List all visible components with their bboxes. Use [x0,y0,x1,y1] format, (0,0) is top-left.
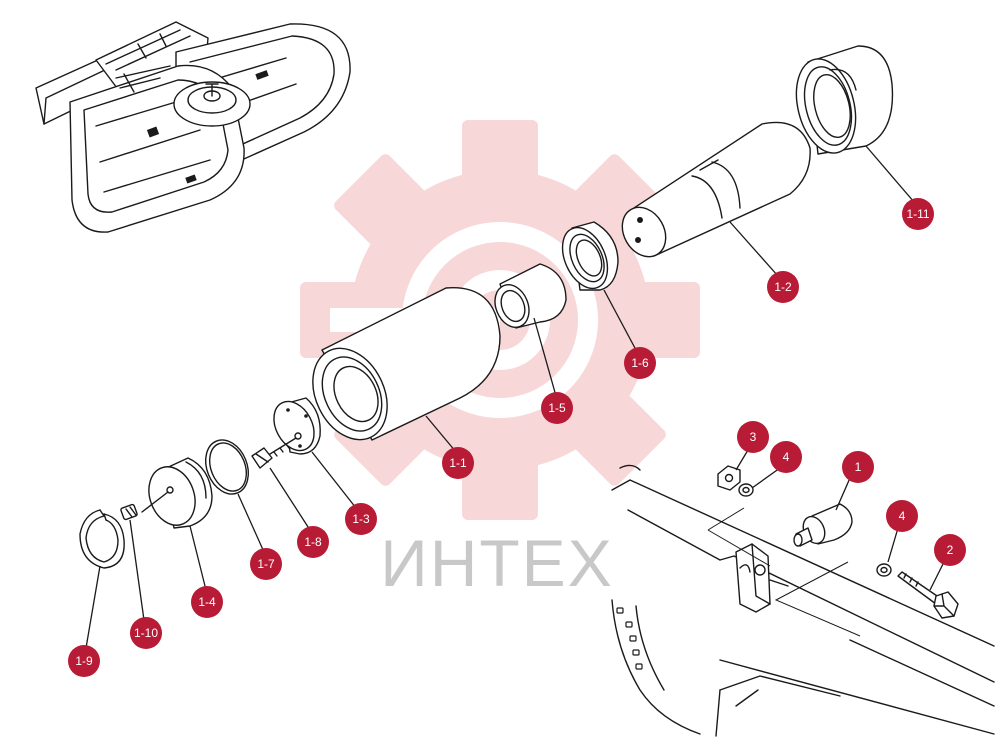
part-1-2-shaft [621,121,811,258]
svg-text:1: 1 [855,460,862,474]
svg-text:1-3: 1-3 [352,512,370,526]
part-1-8-bolt [251,437,297,469]
part-1-pin [793,503,853,547]
callout-1-10: 1-10 [130,617,162,649]
part-1-11-bushing [795,45,894,155]
svg-text:3: 3 [750,430,757,444]
part-1-4-cap [148,457,213,529]
callout-leader-lines [85,145,945,649]
callout-1-2: 1-2 [767,271,799,303]
callout-1-4: 1-4 [191,586,223,618]
callout-1: 1 [842,451,874,483]
part-1-3-end-plate [273,397,321,455]
callout-1-1: 1-1 [442,447,474,479]
svg-text:1-1: 1-1 [449,456,467,470]
svg-text:4: 4 [899,509,906,523]
part-1-10-plug [120,491,169,521]
svg-text:1-9: 1-9 [75,654,93,668]
svg-text:1-8: 1-8 [304,535,322,549]
watermark-text: ИНТЕХ [380,526,613,600]
callout-1-5: 1-5 [541,392,573,424]
callout-1-8: 1-8 [297,526,329,558]
callout-4-upper: 4 [770,441,802,473]
callout-3: 3 [737,421,769,453]
svg-text:1-5: 1-5 [548,401,566,415]
excavator-undercarriage-thumbnail [35,21,351,233]
part-2-bolt [897,571,959,619]
part-3-nut [717,465,741,491]
callout-1-11: 1-11 [902,198,934,230]
svg-text:1-7: 1-7 [257,557,275,571]
part-1-5-sleeve [494,263,567,329]
svg-text:1-11: 1-11 [906,207,929,221]
part-1-9-snap-ring [79,509,125,569]
callout-2: 2 [934,534,966,566]
callout-4-lower: 4 [886,500,918,532]
part-1-6-seal-ring [561,221,619,291]
callout-1-9: 1-9 [68,645,100,677]
callout-1-3: 1-3 [345,503,377,535]
svg-text:2: 2 [947,543,954,557]
svg-text:1-4: 1-4 [198,595,216,609]
svg-text:1-10: 1-10 [134,626,158,640]
part-4-washer-lower [876,563,892,577]
part-1-7-o-ring [204,439,250,495]
mounting-detail-view [611,464,995,737]
svg-text:1-2: 1-2 [774,280,792,294]
svg-text:1-6: 1-6 [631,356,649,370]
part-4-washer-upper [738,483,754,497]
svg-text:4: 4 [783,450,790,464]
part-1-1-roller [312,287,501,441]
callout-1-6: 1-6 [624,347,656,379]
callout-1-7: 1-7 [250,548,282,580]
